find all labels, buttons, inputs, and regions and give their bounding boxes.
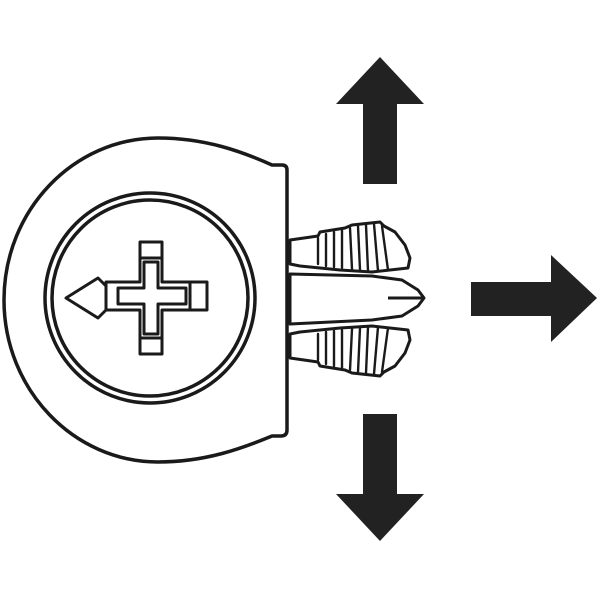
arrow-right-icon bbox=[471, 255, 597, 342]
upper-rib bbox=[356, 224, 362, 272]
dowel-spreader-wedge bbox=[288, 272, 426, 326]
lower-rib bbox=[356, 326, 362, 374]
upper-rib bbox=[372, 222, 380, 273]
phillips-cross-icon bbox=[104, 240, 209, 356]
arrow-down-icon bbox=[336, 414, 424, 541]
phillips-cross-inner bbox=[116, 260, 188, 336]
cam-recess-inner-ring bbox=[50, 198, 250, 398]
cam-recess bbox=[43, 191, 257, 405]
motion-arrows bbox=[336, 57, 597, 541]
cam-recess-outer-ring bbox=[43, 191, 257, 405]
arrow-up-icon bbox=[336, 57, 424, 184]
expanding-dowel bbox=[288, 220, 426, 378]
lower-rib bbox=[364, 325, 370, 375]
upper-rib bbox=[348, 226, 354, 271]
lower-rib bbox=[380, 326, 390, 374]
upper-rib bbox=[364, 223, 370, 273]
upper-rib bbox=[380, 224, 390, 272]
lower-rib bbox=[348, 327, 354, 372]
lower-rib bbox=[372, 325, 380, 376]
dowel-ribs bbox=[316, 222, 390, 376]
